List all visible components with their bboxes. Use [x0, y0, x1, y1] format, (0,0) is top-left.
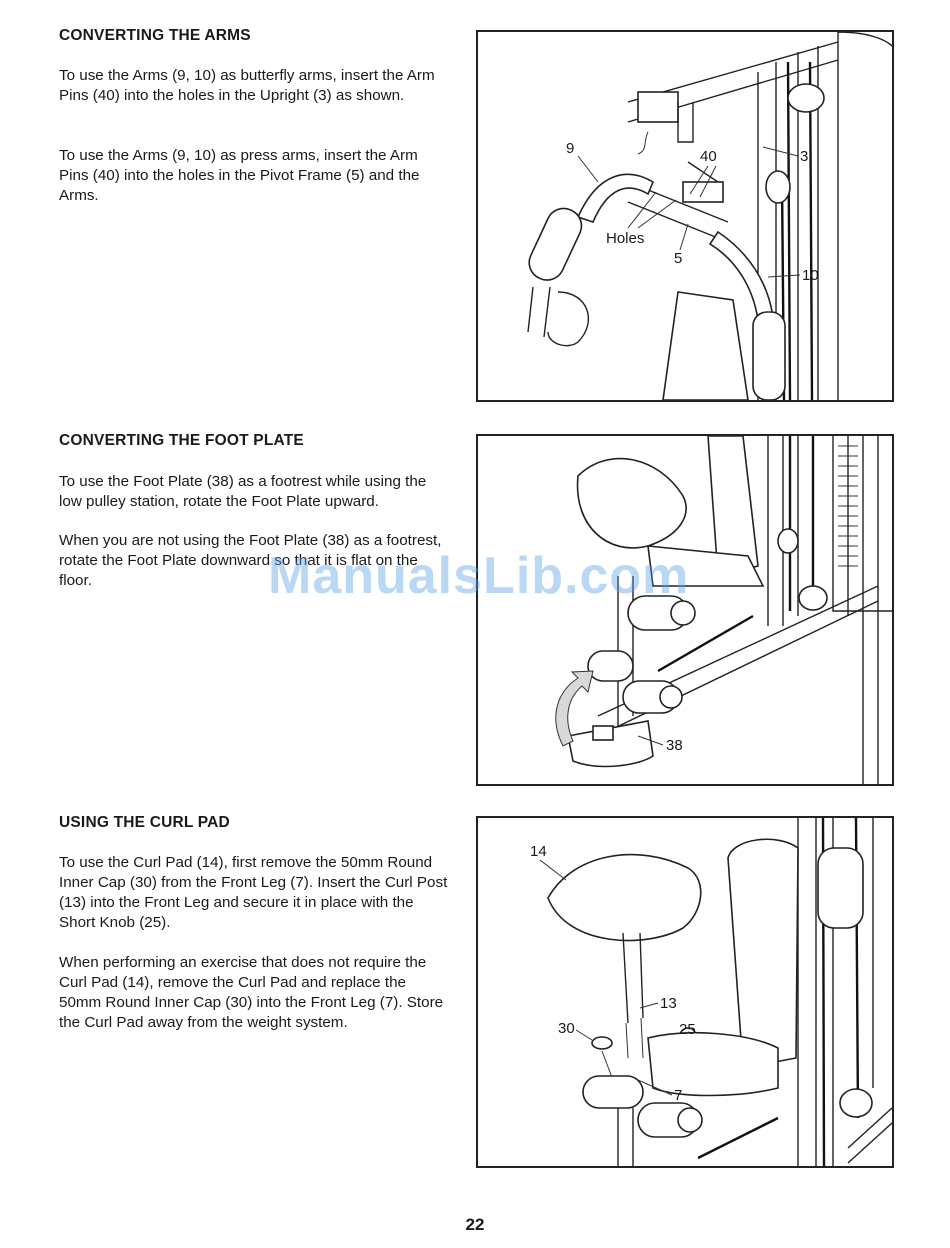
curl-pad-figure: 14 13 30 25 7	[476, 816, 894, 1168]
callout-label: 25	[679, 1021, 696, 1038]
section-converting-arms: CONVERTING THE ARMS To use the Arms (9, …	[0, 0, 950, 410]
section-paragraph: To use the Arms (9, 10) as press arms, i…	[59, 147, 420, 204]
section-paragraph: To use the Foot Plate (38) as a footrest…	[59, 473, 427, 510]
callout-label: 30	[558, 1020, 575, 1037]
section-heading: USING THE CURL PAD	[59, 814, 230, 831]
curl-pad-illustration: 14 13 30 25 7	[530, 818, 892, 1166]
section-using-curl-pad: USING THE CURL PAD To use the Curl Pad (…	[0, 810, 950, 1210]
page-number: 22	[465, 1215, 485, 1234]
arms-figure: 9 40 3 Holes 5 10	[476, 30, 894, 402]
callout-label: 40	[700, 148, 717, 165]
section-paragraph: When performing an exercise that does no…	[59, 954, 444, 1031]
callout-label: 9	[566, 140, 574, 157]
foot-plate-figure: 38	[476, 434, 894, 786]
foot-plate-illustration: 38	[555, 436, 892, 784]
section-paragraph: To use the Curl Pad (14), first remove t…	[59, 854, 448, 931]
callout-label: Holes	[606, 230, 644, 247]
watermark: ManualsLib.com	[268, 547, 690, 605]
callout-label: 14	[530, 843, 547, 860]
arms-illustration: 9 40 3 Holes 5 10	[527, 32, 892, 400]
section-converting-foot-plate: CONVERTING THE FOOT PLATE To use the Foo…	[0, 410, 950, 810]
callout-label: 10	[802, 267, 819, 284]
callout-label: 7	[674, 1087, 682, 1104]
callout-label: 3	[800, 148, 808, 165]
callout-label: 13	[660, 995, 677, 1012]
callout-label: 38	[666, 737, 683, 754]
section-paragraph: When you are not using the Foot Plate (3…	[59, 532, 442, 589]
callout-label: 5	[674, 250, 682, 267]
section-heading: CONVERTING THE FOOT PLATE	[59, 432, 304, 449]
section-heading: CONVERTING THE ARMS	[59, 27, 251, 44]
section-paragraph: To use the Arms (9, 10) as butterfly arm…	[59, 67, 435, 104]
